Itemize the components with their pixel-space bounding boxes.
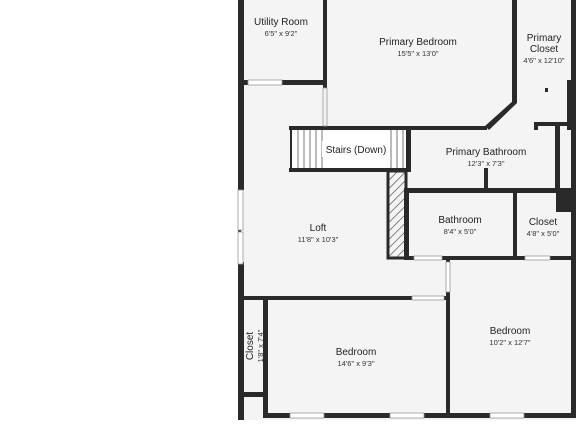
room-primary-bedroom: Primary Bedroom 15'5" x 13'0" bbox=[379, 37, 457, 58]
room-dimensions: 11'8" x 10'3" bbox=[298, 235, 339, 244]
room-dimensions: 6'5" x 9'2" bbox=[265, 29, 298, 38]
room-bathroom: Bathroom 8'4" x 5'0" bbox=[438, 215, 481, 236]
room-primary-bathroom: Primary Bathroom 12'3" x 7'3" bbox=[446, 147, 527, 168]
room-name: Primary bbox=[527, 33, 561, 44]
room-closet-left: Closet 1'8" x 7'4" bbox=[245, 329, 265, 362]
room-name: Primary Bathroom bbox=[446, 147, 527, 158]
room-name: Closet bbox=[245, 332, 256, 361]
room-dimensions: 4'8" x 5'0" bbox=[527, 229, 560, 238]
room-name: Bathroom bbox=[438, 215, 481, 226]
room-bedroom-right: Bedroom 10'2" x 12'7" bbox=[489, 326, 530, 347]
room-dimensions: 10'2" x 12'7" bbox=[489, 338, 530, 347]
room-name: Loft bbox=[310, 223, 327, 234]
room-dimensions: 14'6" x 9'3" bbox=[338, 359, 375, 368]
room-name: Closet bbox=[529, 217, 558, 228]
room-name: Bedroom bbox=[490, 326, 531, 337]
room-name: Bedroom bbox=[336, 347, 377, 358]
room-name: Closet bbox=[530, 44, 559, 55]
room-name: Stairs (Down) bbox=[326, 145, 387, 156]
room-dimensions: 4'6" x 12'10" bbox=[523, 56, 564, 65]
room-closet-right: Closet 4'8" x 5'0" bbox=[527, 217, 560, 238]
room-primary-closet: Primary Closet 4'6" x 12'10" bbox=[523, 33, 564, 65]
room-dimensions: 1'8" x 7'4" bbox=[256, 329, 265, 362]
room-utility-room: Utility Room 6'5" x 9'2" bbox=[254, 17, 308, 38]
room-bedroom-left: Bedroom 14'6" x 9'3" bbox=[336, 347, 377, 368]
room-dimensions: 8'4" x 5'0" bbox=[444, 227, 477, 236]
room-dimensions: 12'3" x 7'3" bbox=[468, 159, 505, 168]
room-stairs: Stairs (Down) bbox=[322, 141, 390, 157]
windows bbox=[237, 79, 567, 419]
chimney-shaft bbox=[386, 169, 408, 260]
room-loft: Loft 11'8" x 10'3" bbox=[298, 223, 339, 244]
room-name: Utility Room bbox=[254, 17, 308, 28]
room-dimensions: 15'5" x 13'0" bbox=[397, 49, 438, 58]
room-name: Primary Bedroom bbox=[379, 37, 457, 48]
